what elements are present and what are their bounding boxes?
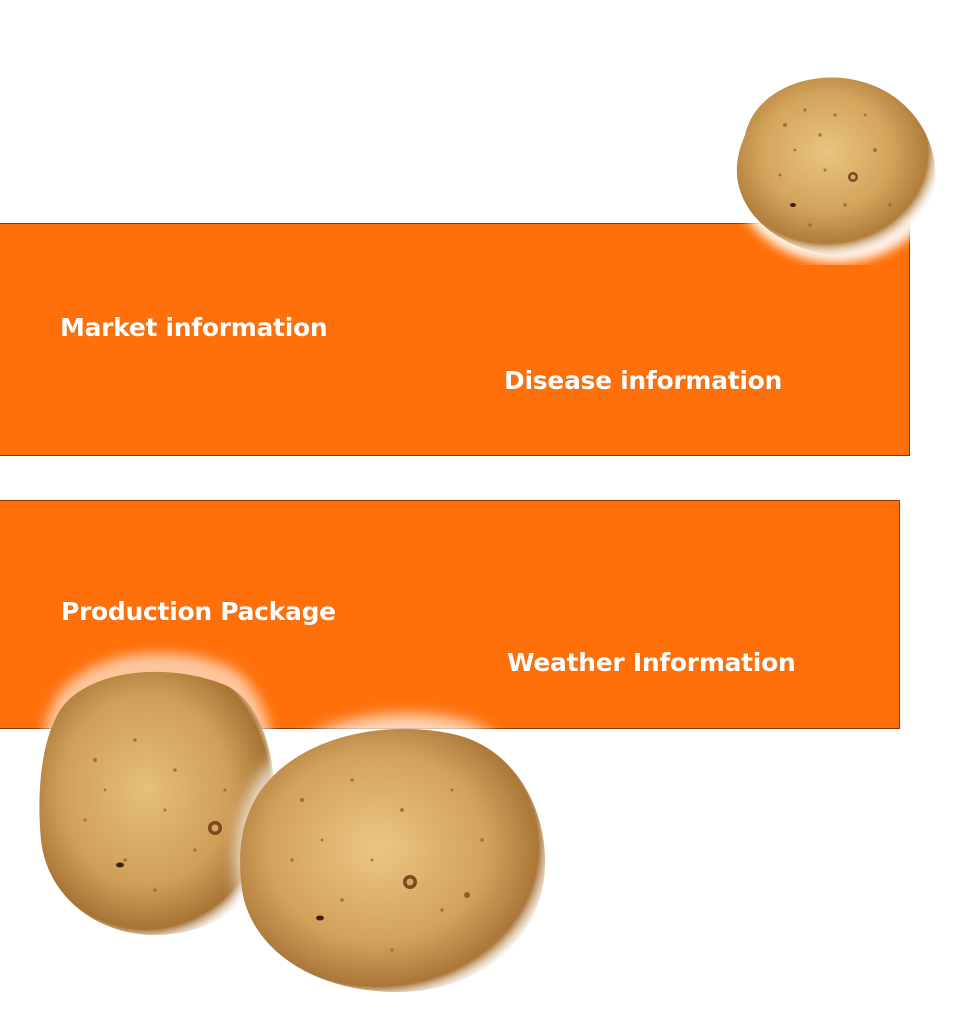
potato-image [37,653,279,940]
potato-image [729,67,945,263]
potato-image [234,713,554,1000]
top-banner [0,223,910,456]
production-package-link[interactable]: Production Package [61,597,336,626]
disease-information-link[interactable]: Disease information [504,366,783,395]
market-information-link[interactable]: Market information [60,313,328,342]
weather-information-link[interactable]: Weather Information [507,648,796,677]
